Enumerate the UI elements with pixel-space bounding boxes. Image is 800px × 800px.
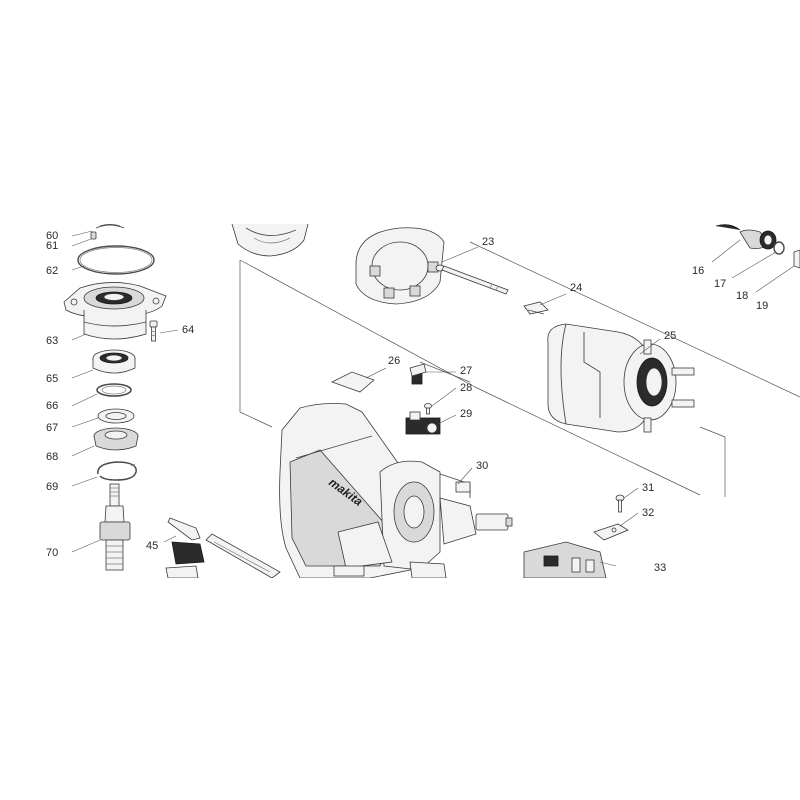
callout-62: 62 (46, 265, 59, 277)
assembly-frame-lines (239, 241, 800, 497)
part-45-switch-lever (165, 517, 205, 578)
part-62-o-ring (77, 245, 155, 275)
part-70-spindle (99, 483, 131, 571)
part-27-carbon-brush (409, 363, 427, 385)
callout-32: 32 (642, 507, 655, 519)
callout-leader-lines (71, 230, 795, 567)
callout-19: 19 (756, 300, 769, 312)
callout-25: 25 (664, 330, 677, 342)
part-18-collar (793, 249, 800, 269)
callout-26: 26 (388, 355, 401, 367)
gear-housing-cover (231, 223, 309, 257)
callout-65: 65 (46, 373, 59, 385)
long-screw (435, 264, 509, 295)
callout-64: 64 (182, 324, 195, 336)
part-29-brush-holder (405, 411, 441, 435)
callout-69: 69 (46, 481, 59, 493)
callout-23: 23 (482, 236, 495, 248)
callout-24: 24 (570, 282, 583, 294)
part-63-bearing-box (63, 282, 167, 340)
callout-27: 27 (460, 365, 473, 377)
exploded-parts-diagram: makita (0, 222, 800, 578)
part-25-field-stator (547, 323, 695, 433)
callout-70: 70 (46, 547, 59, 559)
callout-61: 61 (46, 240, 59, 252)
callout-30: 30 (476, 460, 489, 472)
part-61-pin (90, 231, 97, 240)
part-66-ring (96, 383, 132, 397)
switch-rod (205, 533, 281, 578)
part-68-bevel-gear (93, 427, 139, 451)
part-31-screw (615, 494, 625, 513)
part-26-insulation-sheet (330, 371, 375, 393)
callout-33: 33 (654, 562, 667, 574)
part-33-switch (523, 541, 607, 578)
callout-60: 60 (46, 230, 59, 242)
part-16-bearing-nut (715, 224, 777, 250)
callout-29: 29 (460, 408, 473, 420)
callout-28: 28 (460, 382, 473, 394)
part-24-clip (523, 301, 549, 315)
callout-31: 31 (642, 482, 655, 494)
part-64-screw (149, 320, 158, 342)
callout-18: 18 (736, 290, 749, 302)
callout-68: 68 (46, 451, 59, 463)
callout-17: 17 (714, 278, 727, 290)
callout-45: 45 (146, 540, 159, 552)
part-32-switch-plate (593, 523, 629, 541)
diagram-artwork: makita (63, 223, 800, 578)
part-69-retaining-ring (97, 461, 137, 481)
callout-16: 16 (692, 265, 705, 277)
part-28-screw (424, 403, 432, 415)
callout-67: 67 (46, 422, 59, 434)
callout-66: 66 (46, 400, 59, 412)
part-65-ball-bearing (92, 349, 136, 374)
part-60-cap (95, 224, 125, 229)
part-17-ring (773, 241, 785, 255)
part-67-washer (97, 408, 135, 424)
part-23-baffle-ring (355, 227, 445, 305)
part-30-motor-housing (279, 403, 513, 578)
callout-63: 63 (46, 335, 59, 347)
